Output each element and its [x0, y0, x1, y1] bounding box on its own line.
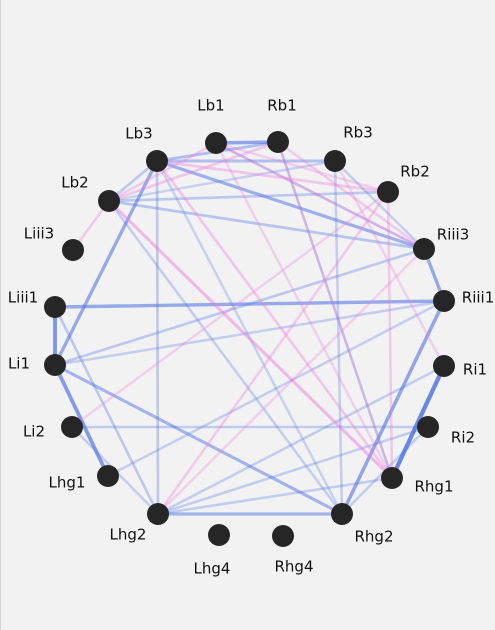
edge-lhg2-ri2 [156, 425, 430, 516]
node-label-rhg2: Rhg2 [355, 528, 394, 546]
node-rhg4[interactable] [272, 525, 294, 547]
edge-riii1-rhg2 [340, 299, 446, 516]
node-rhg2[interactable] [331, 503, 353, 525]
node-rb1[interactable] [267, 131, 289, 153]
node-lb2[interactable] [98, 190, 120, 212]
node-label-rhg4: Rhg4 [275, 558, 314, 576]
node-label-lb2: Lb2 [61, 174, 88, 192]
edge-rb3-rhg2 [333, 159, 344, 516]
node-ri1[interactable] [433, 355, 455, 377]
node-label-liii3: Liii3 [24, 225, 54, 243]
node-rb3[interactable] [324, 150, 346, 172]
node-label-lb1: Lb1 [197, 97, 224, 115]
node-liii3[interactable] [62, 239, 84, 261]
edge-lb3-rhg1 [155, 159, 394, 480]
edge-li1-lb3 [53, 159, 159, 367]
node-lhg1[interactable] [97, 465, 119, 487]
edge-lb1-rhg1 [214, 141, 394, 480]
node-rhg1[interactable] [381, 467, 403, 489]
edge-rb3-riii3 [333, 159, 426, 251]
node-lhg4[interactable] [208, 524, 230, 546]
edge-li2-rb2 [70, 190, 390, 429]
node-label-rb2: Rb2 [400, 163, 430, 181]
node-label-lhg2: Lhg2 [110, 526, 147, 544]
node-riii3[interactable] [413, 238, 435, 260]
edge-lhg1-riii1 [106, 299, 446, 478]
edge-rb2-rhg1 [386, 190, 394, 480]
node-label-lb3: Lb3 [125, 125, 152, 143]
nodes-layer [44, 131, 455, 547]
node-label-ri1: Ri1 [463, 361, 487, 379]
edge-riii1-liii1 [53, 299, 446, 309]
node-li2[interactable] [61, 416, 83, 438]
node-ri2[interactable] [417, 416, 439, 438]
edge-lb2-rb2 [107, 190, 390, 203]
node-lhg2[interactable] [147, 503, 169, 525]
edge-lb2-rhg1 [107, 199, 394, 480]
edge-lhg2-riii3 [156, 247, 426, 516]
labels-layer: Lb1 Rb1Rb3Rb2Riii3Riii1Ri1Ri2Rhg1Rhg2Rhg4… [8, 97, 494, 578]
edge-lb1-riii3 [214, 141, 426, 251]
edge-lb3-riii3 [155, 159, 426, 251]
edge-ri1-rhg1 [389, 363, 447, 481]
edge-rb1-rhg1 [276, 140, 394, 480]
edge-lb2-rb3 [107, 159, 337, 203]
node-label-liii1: Liii1 [8, 289, 38, 307]
node-label-lhg4: Lhg4 [194, 560, 231, 578]
edge-lb1-rb2 [214, 141, 390, 194]
edge-liii1-lhg2 [53, 305, 160, 516]
edge-lhg2-ri1 [156, 364, 446, 516]
edge-lb2-riii3 [107, 199, 426, 251]
edge-lb2-lb1 [107, 141, 218, 203]
edge-rb3-ri1 [333, 159, 446, 368]
edge-lb1-riii3 [214, 141, 426, 251]
edge-lb2-rhg2 [107, 199, 344, 516]
node-label-riii1: Riii1 [462, 289, 494, 307]
edge-lb2-rb1 [107, 140, 280, 203]
edge-li1-rhg2 [53, 363, 344, 516]
edge-rb1-riii3 [276, 140, 426, 251]
node-label-rb1: Rb1 [267, 97, 297, 115]
node-label-li2: Li2 [23, 423, 45, 441]
edge-li1-lhg1 [53, 363, 110, 478]
node-label-ri2: Ri2 [451, 429, 475, 447]
edge-lb3-rb2 [155, 159, 390, 194]
node-label-rhg1: Rhg1 [415, 478, 454, 496]
node-label-li1: Li1 [8, 355, 30, 373]
node-liii1[interactable] [44, 296, 66, 318]
edge-li1-riii1 [53, 299, 446, 367]
edge-lb3-lhg2 [155, 159, 160, 516]
edge-rb1-rhg1 [276, 140, 394, 480]
edge-lhg2-rb2 [156, 190, 390, 516]
edge-li1-riii3 [53, 247, 426, 367]
node-li1[interactable] [44, 354, 66, 376]
edge-lb3-rhg2 [155, 159, 344, 516]
node-riii1[interactable] [433, 290, 455, 312]
edge-lhg2-rhg1 [156, 476, 394, 516]
node-label-rb3: Rb3 [343, 124, 373, 142]
node-label-lhg1: Lhg1 [49, 474, 86, 492]
node-label-riii3: Riii3 [437, 226, 469, 244]
node-lb1[interactable] [205, 132, 227, 154]
node-lb3[interactable] [146, 150, 168, 172]
node-rb2[interactable] [377, 181, 399, 203]
